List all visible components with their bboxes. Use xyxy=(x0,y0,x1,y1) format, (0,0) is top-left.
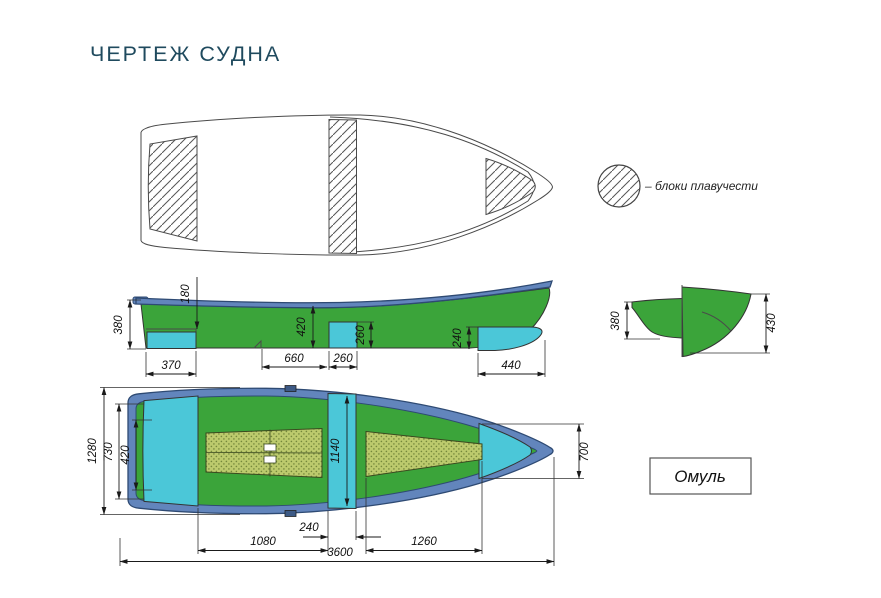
oarlock-pad-bottom xyxy=(284,510,297,517)
side-seat-stern xyxy=(146,331,197,349)
keel-drain-notch xyxy=(253,339,262,349)
dim-label: 1280 xyxy=(87,438,99,464)
bottom-plan-view: 1280 730 420 1140 700 xyxy=(87,385,591,566)
dim-label: 420 xyxy=(296,317,308,337)
dim-label: 1080 xyxy=(250,536,276,548)
side-seat-mid xyxy=(328,321,358,349)
dim-plan-240: 240 xyxy=(298,511,381,540)
dim-label: 430 xyxy=(766,313,778,333)
dim-side-180: 180 xyxy=(180,277,200,330)
dim-label: 240 xyxy=(452,328,464,349)
oarlock-pad-top xyxy=(284,385,297,392)
dim-label: 180 xyxy=(180,284,192,304)
dim-label: 260 xyxy=(332,353,353,365)
buoyancy-block-bow xyxy=(485,157,536,216)
buoyancy-legend-swatch xyxy=(597,164,641,208)
dim-side-660: 660 xyxy=(261,349,328,370)
dim-side-380: 380 xyxy=(113,299,146,350)
dim-plan-420: 420 xyxy=(120,419,152,491)
legend: – блоки плавучести xyxy=(597,164,758,208)
dim-label: 730 xyxy=(103,442,115,462)
dim-plan-3600: 3600 xyxy=(119,457,555,566)
dim-side-440: 440 xyxy=(477,340,546,377)
side-gunwale xyxy=(135,280,553,309)
floorboard-fwd xyxy=(365,430,483,478)
model-name-box: Омуль xyxy=(649,457,752,495)
dim-side-260-height: 260 xyxy=(355,321,374,349)
dim-label: 420 xyxy=(120,445,132,465)
section-fwd-half xyxy=(681,286,752,358)
dim-side-420: 420 xyxy=(296,305,316,349)
dim-plan-1260: 1260 xyxy=(365,461,483,554)
legend-label: – блоки плавучести xyxy=(644,179,758,193)
dim-plan-1080: 1080 xyxy=(197,508,329,554)
plan-seat-stern xyxy=(142,395,199,507)
side-seat-bow xyxy=(477,326,543,351)
dim-label: 440 xyxy=(501,360,521,372)
page-title: ЧЕРТЕЖ СУДНА xyxy=(90,42,282,66)
dim-side-240-height: 240 xyxy=(452,326,478,350)
dim-section-430: 430 xyxy=(690,293,778,354)
side-view: 380 180 420 260 240 xyxy=(113,277,553,377)
dim-plan-1280: 1280 xyxy=(87,387,240,515)
dim-plan-700: 700 xyxy=(482,423,591,479)
buoyancy-block-mid xyxy=(328,118,357,255)
dim-label: 370 xyxy=(161,360,181,372)
top-plan-view xyxy=(140,114,554,256)
dim-label: 3600 xyxy=(327,547,353,559)
dim-label: 1140 xyxy=(330,438,342,463)
dim-label: 380 xyxy=(610,311,622,331)
floorboard-aft xyxy=(205,427,323,479)
dim-side-260-width: 260 xyxy=(328,351,358,370)
dim-plan-1140: 1140 xyxy=(330,395,350,507)
dim-section-380: 380 xyxy=(610,301,660,340)
plan-seat-bow xyxy=(478,422,532,480)
dim-label: 380 xyxy=(113,315,125,335)
dim-plan-730: 730 xyxy=(103,403,144,500)
section-view: 380 430 xyxy=(610,285,778,358)
dim-label: 660 xyxy=(284,353,304,365)
model-name: Омуль xyxy=(674,467,726,486)
buoyancy-block-stern xyxy=(147,135,198,242)
dim-side-370: 370 xyxy=(145,351,197,377)
dim-label: 1260 xyxy=(411,536,437,548)
dim-label: 700 xyxy=(579,442,591,462)
section-aft-half xyxy=(631,297,683,339)
section-chine-arc xyxy=(701,311,732,332)
dim-label: 240 xyxy=(298,522,319,534)
dim-label: 260 xyxy=(355,325,367,346)
